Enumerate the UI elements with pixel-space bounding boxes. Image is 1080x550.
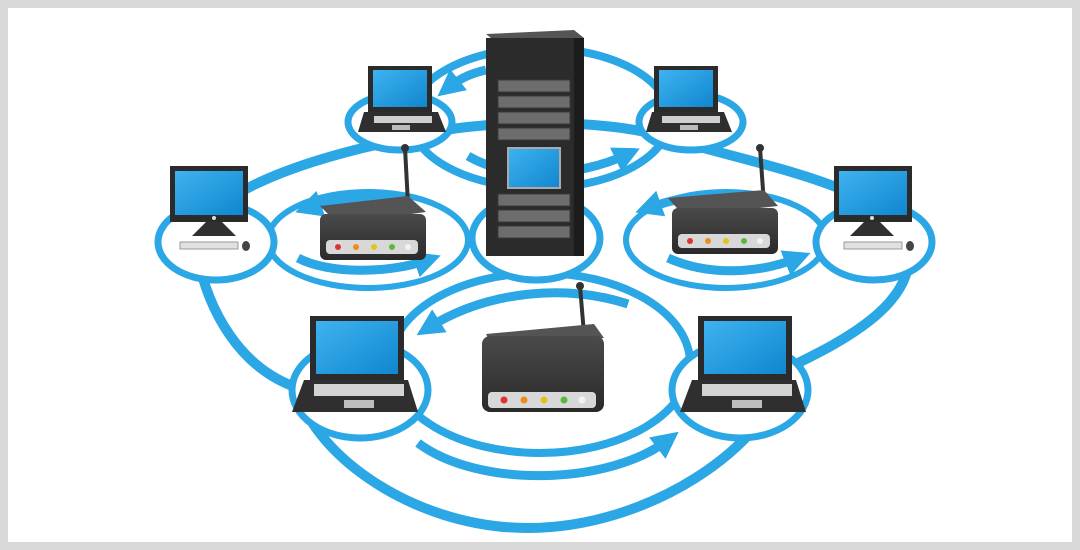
server-rack-icon xyxy=(486,30,584,256)
arrow-bottom-upper xyxy=(428,293,628,328)
arrow-bottom-lower xyxy=(418,440,668,476)
laptop-icon-bottom-right xyxy=(680,316,806,412)
laptop-icon-bottom-left xyxy=(292,316,418,412)
arrow-right-lower xyxy=(668,258,798,271)
arrow-top-left xyxy=(448,70,486,88)
network-illustration xyxy=(8,8,1072,542)
image-frame xyxy=(8,8,1072,542)
router-icon-right xyxy=(668,144,778,254)
